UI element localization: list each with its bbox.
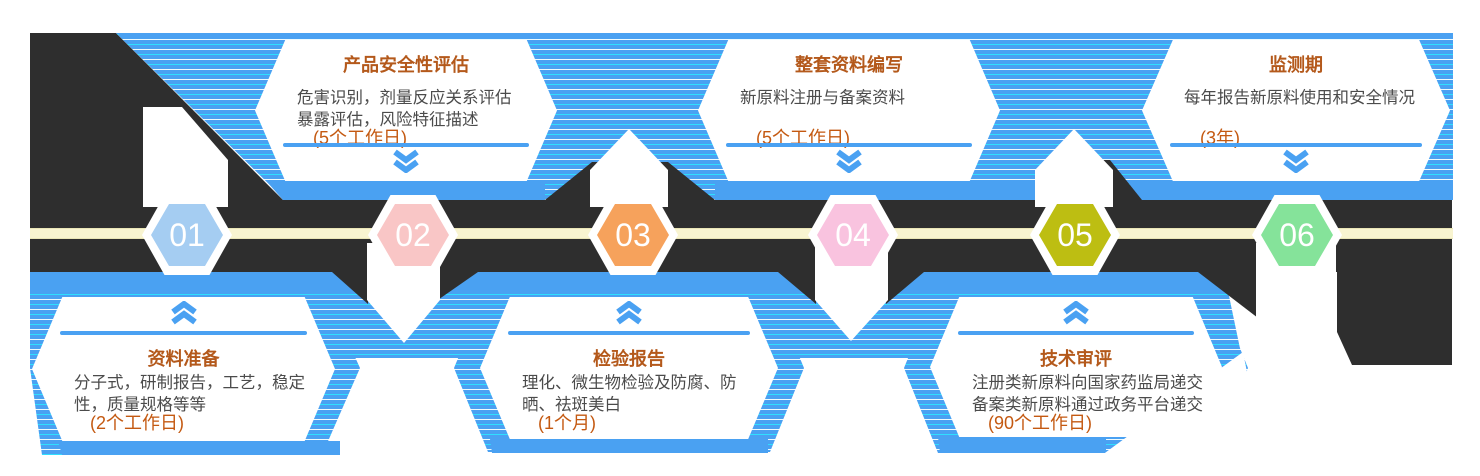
timeline-line [30, 228, 1453, 239]
double-chevron-up-icon [170, 301, 197, 325]
double-chevron-up-icon [616, 301, 642, 325]
callout-step-05: 技术审评 注册类新原料向国家药监局递交 备案类新原料通过政务平台递交 (90个工… [930, 297, 1222, 437]
double-chevron-down-icon [393, 149, 419, 173]
divider-line [726, 143, 972, 147]
callout-duration: (1个月) [538, 413, 596, 433]
callout-duration: (90个工作日) [988, 413, 1093, 433]
callout-duration: (2个工作日) [90, 413, 184, 433]
callout-body-line: 暴露评估，风险特征描述 [297, 111, 479, 129]
callout-step-06: 监测期 每年报告新原料使用和安全情况 (3年) [1142, 40, 1450, 181]
divider-line [60, 331, 307, 335]
callout-body-line: 晒、祛斑美白 [522, 396, 621, 414]
callout-body-line: 新原料注册与备案资料 [740, 89, 905, 107]
callout-body-line: 注册类新原料向国家药监局递交 [972, 374, 1203, 392]
callout-body-line: 备案类新原料通过政务平台递交 [972, 396, 1203, 414]
callout-body-line: 分子式，研制报告，工艺，稳定 [74, 374, 305, 392]
callout-body-line: 性，质量规格等等 [74, 396, 206, 414]
callout-title: 检验报告 [593, 349, 665, 369]
callout-title: 监测期 [1269, 55, 1323, 75]
callout-body-line: 理化、微生物检验及防腐、防 [522, 374, 737, 392]
double-chevron-down-icon [836, 149, 862, 173]
callout-step-02: 产品安全性评估 危害识别，剂量反应关系评估 暴露评估，风险特征描述 (5个工作日… [255, 40, 557, 181]
callout-step-03: 检验报告 理化、微生物检验及防腐、防 晒、祛斑美白 (1个月) [480, 297, 778, 439]
divider-line [508, 331, 750, 335]
callout-title: 整套资料编写 [795, 55, 903, 75]
callout-step-01: 资料准备 分子式，研制报告，工艺，稳定 性，质量规格等等 (2个工作日) [32, 297, 335, 441]
divider-line [958, 331, 1194, 335]
callout-body-line: 危害识别，剂量反应关系评估 [297, 89, 512, 107]
callout-title: 技术审评 [1040, 349, 1112, 369]
double-chevron-down-icon [1283, 149, 1309, 173]
callout-body-line: 每年报告新原料使用和安全情况 [1184, 89, 1415, 107]
double-chevron-up-icon [1063, 301, 1089, 325]
divider-line [1170, 143, 1422, 147]
callout-step-04: 整套资料编写 新原料注册与备案资料 (5个工作日) [698, 40, 1000, 181]
callout-title: 资料准备 [147, 349, 220, 369]
divider-line [283, 143, 529, 147]
callout-title: 产品安全性评估 [343, 55, 469, 75]
